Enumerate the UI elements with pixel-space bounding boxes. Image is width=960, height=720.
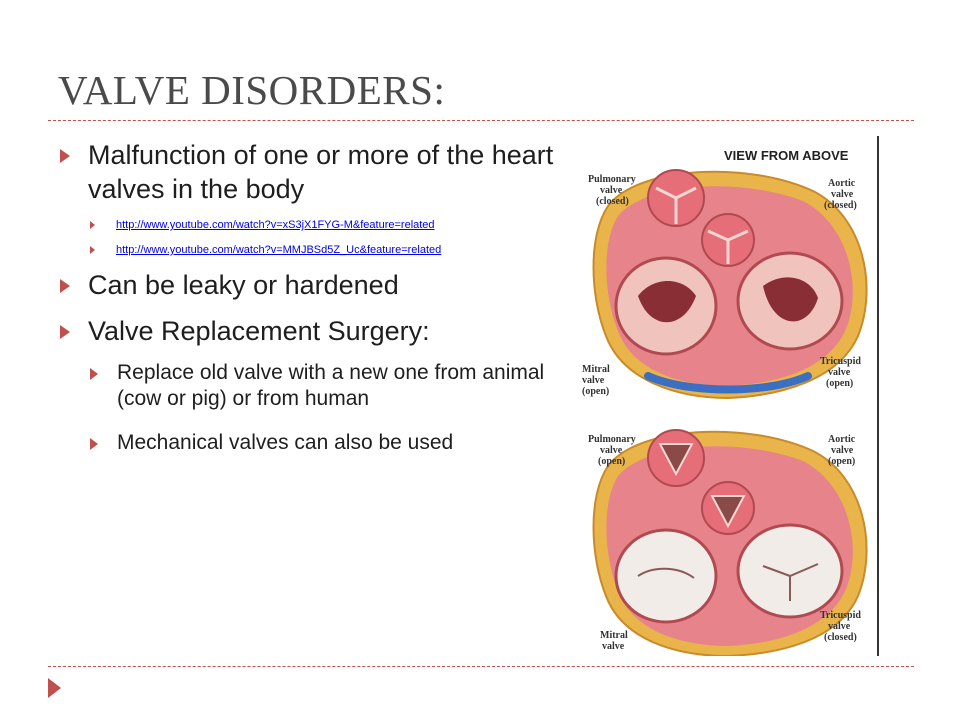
sub-bullet-text: Mechanical valves can also be used [117, 431, 454, 454]
label-mitral-bottom-2: valve [602, 641, 625, 652]
video-links: http://www.youtube.com/watch?v=xS3jX1FYG… [60, 218, 560, 257]
label-tricuspid-bottom-2: valve [828, 621, 851, 632]
label-tricuspid-bottom: Tricuspid [820, 610, 861, 621]
arrow-bullet-icon [60, 325, 70, 339]
bullet-text: Valve Replacement Surgery: [88, 316, 430, 346]
arrow-bullet-icon [60, 279, 70, 293]
label-aortic-bottom: Aortic [828, 434, 856, 445]
video-link-1[interactable]: http://www.youtube.com/watch?v=xS3jX1FYG… [116, 219, 435, 231]
label-aortic-bottom-2: valve [831, 445, 854, 456]
sub-bullet-replace: Replace old valve with a new one from an… [60, 360, 560, 412]
label-tricuspid-top-2: valve [828, 367, 851, 378]
label-aortic-top-2: valve [831, 189, 854, 200]
bullet-leaky: Can be leaky or hardened [60, 268, 560, 302]
slide-title: VALVE DISORDERS: [58, 67, 446, 113]
label-tricuspid-bottom-3: (closed) [824, 632, 857, 643]
label-aortic-bottom-3: (open) [828, 456, 855, 467]
label-pulmonary-top-3: (closed) [596, 196, 629, 207]
label-mitral-top-3: (open) [582, 386, 609, 397]
labels-top: Pulmonary valve (closed) Aortic valve (c… [582, 174, 861, 397]
label-aortic-top: Aortic [828, 178, 856, 189]
bullet-text: Can be leaky or hardened [88, 270, 399, 300]
heart-top [592, 169, 868, 400]
sub-bullet-text: Replace old valve with a new one from an… [117, 361, 545, 410]
top-divider [48, 120, 914, 121]
label-pulmonary-bottom-2: valve [600, 445, 623, 456]
heart-bottom [592, 429, 868, 656]
label-pulmonary-bottom: Pulmonary [588, 434, 636, 445]
bullet-list: Malfunction of one or more of the heart … [60, 138, 560, 474]
bullet-text: Malfunction of one or more of the heart … [88, 140, 554, 204]
bullet-malfunction: Malfunction of one or more of the heart … [60, 138, 560, 206]
label-tricuspid-top: Tricuspid [820, 356, 861, 367]
heart-valves-illustration: VIEW FROM ABOVE Pulmonary valve (closed)… [578, 136, 880, 656]
arrow-bullet-icon [60, 149, 70, 163]
label-mitral-top: Mitral [582, 364, 610, 375]
video-link-item: http://www.youtube.com/watch?v=xS3jX1FYG… [60, 218, 560, 232]
bullet-surgery: Valve Replacement Surgery: [60, 314, 560, 348]
arrow-bullet-icon [90, 221, 95, 229]
bottom-divider [48, 666, 914, 667]
video-link-item: http://www.youtube.com/watch?v=MMJBSd5Z_… [60, 243, 560, 257]
arrow-bullet-icon [90, 368, 98, 380]
label-pulmonary-top-2: valve [600, 185, 623, 196]
video-link-2[interactable]: http://www.youtube.com/watch?v=MMJBSd5Z_… [116, 244, 442, 256]
sub-bullet-mechanical: Mechanical valves can also be used [60, 430, 560, 456]
label-mitral-top-2: valve [582, 375, 605, 386]
slide-marker-icon [48, 678, 61, 698]
labels-bottom: Pulmonary valve (open) Aortic valve (ope… [588, 434, 861, 652]
label-tricuspid-top-3: (open) [826, 378, 853, 389]
label-pulmonary-bottom-3: (open) [598, 456, 625, 467]
label-aortic-top-3: (closed) [824, 200, 857, 211]
arrow-bullet-icon [90, 246, 95, 254]
figure-heading: VIEW FROM ABOVE [724, 148, 849, 163]
label-mitral-bottom: Mitral [600, 630, 628, 641]
heart-valves-svg: VIEW FROM ABOVE Pulmonary valve (closed)… [582, 136, 879, 656]
arrow-bullet-icon [90, 438, 98, 450]
label-pulmonary-top: Pulmonary [588, 174, 636, 185]
